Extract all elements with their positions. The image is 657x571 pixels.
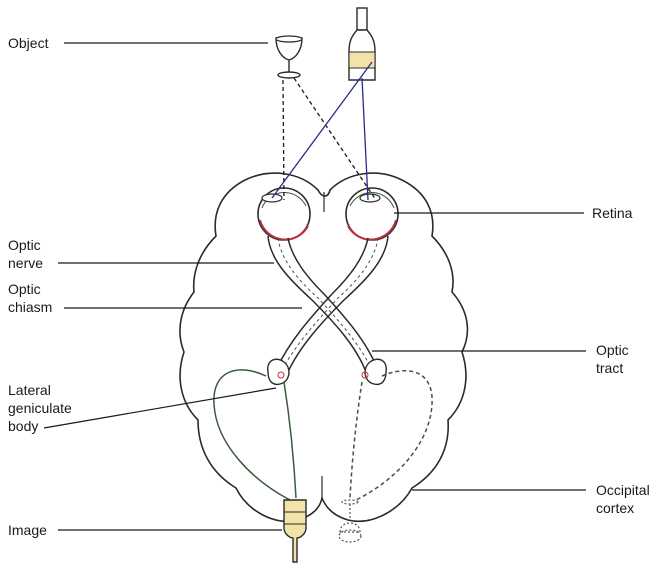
lateral-geniculate-right	[362, 359, 386, 384]
label-optic-nerve-line1: Optic	[8, 237, 41, 253]
label-optic-tract-line2: tract	[596, 360, 623, 376]
optic-radiation-right-inner	[350, 382, 362, 498]
optic-fibres	[278, 238, 378, 370]
optic-radiation-left-inner	[284, 382, 296, 498]
label-image: Image	[8, 522, 47, 538]
leader-lines	[44, 43, 586, 530]
leader-lgb	[44, 388, 276, 428]
label-occipital-line1: Occipital	[596, 482, 650, 498]
brain-outline	[180, 173, 468, 521]
label-occipital-line2: cortex	[596, 500, 634, 516]
label-lgb-line1: Lateral	[8, 382, 51, 398]
light-rays	[272, 62, 376, 200]
right-eye	[346, 188, 398, 240]
label-optic-nerve-line2: nerve	[8, 255, 43, 271]
bottle-object	[349, 8, 375, 80]
label-object: Object	[8, 35, 48, 51]
optic-radiation-right	[356, 371, 432, 500]
label-optic-tract-line1: Optic	[596, 342, 629, 358]
lateral-geniculate-left	[268, 359, 289, 384]
label-optic-chiasm-line2: chiasm	[8, 299, 52, 315]
label-lgb-line2: geniculate	[8, 400, 72, 416]
label-optic-chiasm-line1: Optic	[8, 281, 41, 297]
label-lgb-line3: body	[8, 418, 38, 434]
image-bottle-left	[284, 500, 306, 562]
label-retina: Retina	[592, 205, 632, 221]
optic-pathway	[268, 236, 388, 372]
wine-glass-object	[276, 36, 302, 78]
